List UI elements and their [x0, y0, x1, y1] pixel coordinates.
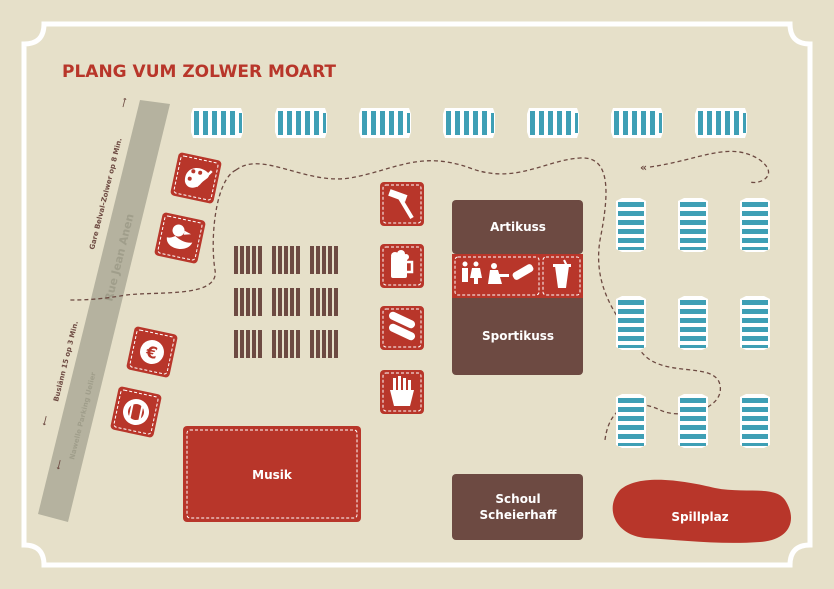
artikuss-label: Artikuss: [490, 220, 546, 234]
area-artikuss: [452, 200, 583, 254]
musik-label: Musik: [252, 468, 293, 482]
palette-icon: [170, 152, 222, 204]
drink-cup-icon: [553, 259, 571, 288]
benches: [234, 246, 338, 358]
spillplaz-label: Spillplaz: [671, 510, 728, 524]
area-spillplaz: [612, 479, 792, 543]
stall-row-top: [191, 108, 747, 138]
sausage-icon: [380, 306, 424, 350]
walking-path-3: [649, 150, 769, 184]
area-schoul-scheierhaff: [452, 474, 583, 540]
svg-text:€: €: [143, 342, 159, 363]
baby-change-icon: [488, 263, 509, 284]
road-rue-jean-anen: [38, 100, 170, 522]
page-title: PLANG VUM ZOLWER MOART: [62, 62, 336, 82]
sportikuss-label: Sportikuss: [482, 329, 554, 343]
walking-path: [69, 169, 237, 301]
euro-icon: €: [126, 326, 178, 378]
cutlery-icon: [110, 386, 162, 438]
duck-icon: [154, 212, 206, 264]
stall-grid-right: [616, 198, 770, 448]
arrow-top-icon: ⟶: [119, 97, 129, 109]
toilets-icon: [462, 261, 482, 284]
arrow-parking-icon: ⟵: [54, 459, 64, 471]
scheierhaff-label: Scheierhaff: [480, 508, 557, 522]
area-musik: [183, 426, 361, 522]
hammer-icon: [380, 182, 424, 226]
baby-bottle-icon: [512, 264, 534, 280]
beer-icon: [380, 244, 424, 288]
schoul-label: Schoul: [495, 492, 540, 506]
fries-icon: [380, 370, 424, 414]
area-sportikuss: [452, 298, 583, 375]
path-arrow-icon: «: [640, 161, 647, 174]
outer-frame: [21, 21, 813, 568]
arrow-bus-icon: ⟵: [40, 415, 50, 427]
